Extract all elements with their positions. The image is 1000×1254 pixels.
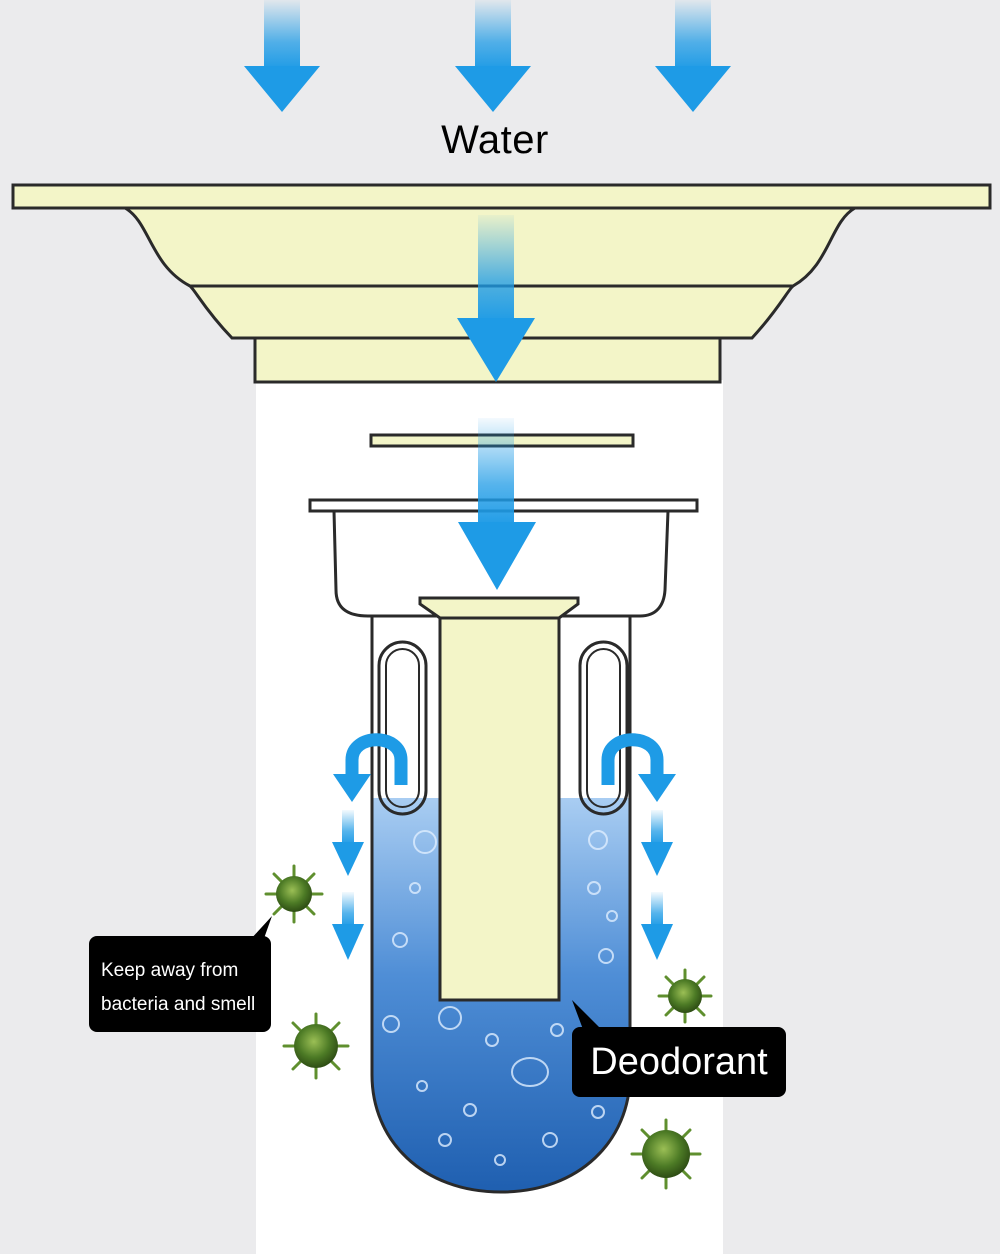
down-arrow-icon — [332, 892, 364, 960]
deodorant-core — [418, 596, 580, 1002]
bacteria-callout: Keep away from bacteria and smell — [89, 936, 271, 1032]
right-vent-slot — [578, 640, 629, 816]
bacteria-icon — [282, 1012, 350, 1080]
down-arrow-icon — [641, 892, 673, 960]
down-arrow-icon — [455, 0, 531, 112]
left-vent-slot-inner — [385, 648, 420, 808]
down-arrow-icon — [458, 418, 536, 590]
bacteria-icon — [657, 968, 713, 1024]
deodorant-callout: Deodorant — [572, 1027, 786, 1097]
callout-line: Keep away from — [101, 960, 239, 981]
u-turn-arrow-icon — [345, 733, 408, 785]
down-arrow-icon — [457, 215, 535, 382]
callout-line: bacteria and smell — [101, 994, 256, 1015]
down-arrow-icon — [655, 0, 731, 112]
trap-tube — [370, 616, 632, 1194]
water-label: Water — [441, 118, 549, 162]
u-turn-arrowhead — [333, 774, 371, 802]
down-arrow-icon — [641, 810, 673, 876]
u-turn-arrow-icon — [601, 733, 664, 785]
deodorant-label: Deodorant — [590, 1041, 768, 1083]
u-turn-arrowhead — [638, 774, 676, 802]
callout-pointer — [572, 1000, 602, 1032]
left-vent-slot — [377, 640, 428, 816]
down-arrow-icon — [332, 810, 364, 876]
right-vent-slot-inner — [586, 648, 621, 808]
bacteria-icon — [264, 864, 324, 924]
down-arrow-icon — [244, 0, 320, 112]
bacteria-icon — [630, 1118, 702, 1190]
